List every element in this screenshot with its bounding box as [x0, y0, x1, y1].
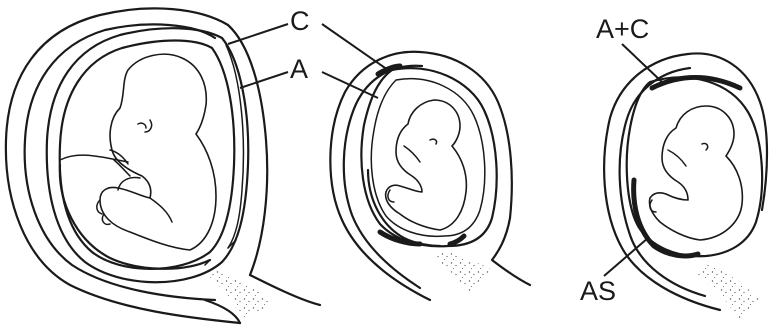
fetus-3 [649, 106, 742, 240]
fetus-1 [60, 54, 216, 250]
leader-A-to-panel1 [240, 72, 288, 88]
leader-C-to-panel2 [322, 24, 388, 70]
label-AS: AS [580, 276, 616, 306]
cervix-stipple-3 [698, 262, 760, 320]
panel-3-late-pregnancy: A+C AS [580, 14, 767, 320]
cervix-stipple-2 [436, 250, 492, 295]
label-A+C: A+C [596, 14, 649, 44]
label-A-1: A [290, 54, 308, 84]
cervix-stipple [210, 268, 272, 318]
label-C-1: C [290, 6, 310, 36]
fetus-2 [386, 100, 467, 230]
